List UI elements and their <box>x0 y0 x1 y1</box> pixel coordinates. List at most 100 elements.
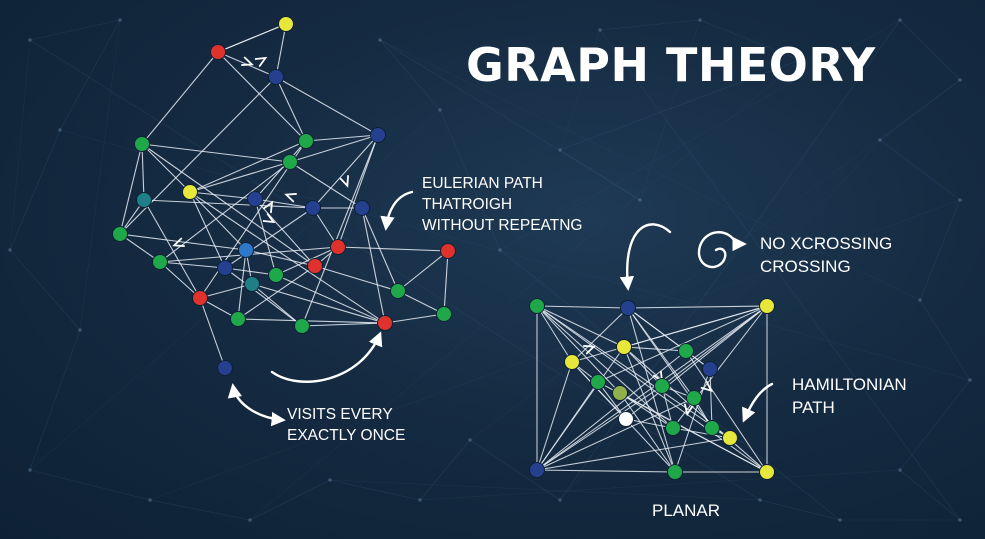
background-dot <box>758 498 762 502</box>
edge <box>443 250 449 315</box>
edge <box>275 76 307 142</box>
background-edge <box>149 499 251 521</box>
edge <box>536 305 674 429</box>
curved-arrow-icon <box>380 190 414 231</box>
background-dot <box>378 38 382 42</box>
graph-node <box>436 306 452 322</box>
graph-node <box>678 343 694 359</box>
edge <box>217 51 307 142</box>
edge <box>672 427 731 439</box>
background-dot <box>638 198 642 202</box>
edge <box>536 305 621 394</box>
no-crossing-line-1: NO XCROSSING <box>760 234 893 253</box>
edge <box>289 161 363 209</box>
graph-node <box>238 242 254 258</box>
background-edge <box>249 479 331 521</box>
background-dot <box>698 18 702 22</box>
graph-node <box>370 127 386 143</box>
background-edge <box>29 469 151 501</box>
planar-label: PLANAR <box>652 501 721 520</box>
graph-node <box>298 133 314 149</box>
graph-node <box>759 464 775 480</box>
edge <box>301 134 379 327</box>
edge <box>305 134 379 142</box>
direction-arrow-icon <box>700 380 713 392</box>
background-dot <box>438 108 442 112</box>
edge <box>119 233 247 251</box>
direction-arrow-icon <box>262 213 276 224</box>
edge <box>189 191 226 269</box>
background-dot <box>28 38 32 42</box>
edge <box>536 350 687 471</box>
background-dot <box>798 58 802 62</box>
graph-node <box>305 200 321 216</box>
background-dot <box>898 18 902 22</box>
edge <box>159 261 226 269</box>
edge <box>619 392 768 473</box>
edge <box>275 76 379 136</box>
curved-arrow-icon <box>742 382 774 423</box>
edge <box>384 313 445 324</box>
background-edge <box>79 19 121 331</box>
edge <box>141 143 316 267</box>
edge <box>199 283 253 299</box>
background-dot <box>8 248 12 252</box>
graph-node <box>152 254 168 270</box>
background-edge <box>899 19 961 81</box>
curved-arrow-icon <box>227 383 286 427</box>
background-dot <box>958 78 962 82</box>
edge <box>627 305 768 309</box>
background-dot <box>468 438 472 442</box>
direction-arrow-icon <box>684 403 694 417</box>
direction-arrow-icon <box>263 200 274 214</box>
edge <box>661 305 768 387</box>
edge <box>143 199 201 299</box>
edge <box>237 265 316 320</box>
edge <box>397 290 445 315</box>
edge <box>224 207 314 269</box>
background-edge <box>29 19 121 41</box>
background-edge <box>919 199 961 301</box>
edge <box>189 161 291 193</box>
graph-node <box>268 69 284 85</box>
hamiltonian-path-label: HAMILTONIAN PATH <box>792 373 907 419</box>
eulerian-line-2: THATROIGH <box>422 196 513 213</box>
background-dot <box>498 248 502 252</box>
no-crossing-label: NO XCROSSING CROSSING <box>760 232 892 278</box>
edge <box>623 346 663 387</box>
background-edge <box>559 59 801 151</box>
graph-node <box>192 290 208 306</box>
background-edge <box>149 199 961 501</box>
edge <box>623 346 687 352</box>
background-edge <box>919 299 971 381</box>
direction-arrow-icon <box>254 56 268 67</box>
edge <box>623 346 768 473</box>
graph-node <box>282 154 298 170</box>
edge <box>571 305 768 363</box>
background-edge <box>899 469 961 521</box>
background-edge <box>879 79 961 141</box>
graph-node <box>217 360 233 376</box>
background-edge <box>419 469 901 501</box>
graph-node <box>210 44 226 60</box>
graph-node <box>759 298 775 314</box>
hamiltonian-line-1: HAMILTONIAN <box>792 375 907 394</box>
graph-node <box>354 200 370 216</box>
graph-node <box>244 276 260 292</box>
background-dot <box>248 518 252 522</box>
right-graph-edges <box>536 305 768 473</box>
background-edge <box>879 139 961 201</box>
graph-node <box>667 464 683 480</box>
graph-node <box>136 192 152 208</box>
graph-node <box>620 300 636 316</box>
edge <box>536 305 731 439</box>
edge <box>314 265 399 292</box>
graph-node <box>440 243 456 259</box>
edge <box>275 274 386 324</box>
edge <box>627 307 713 429</box>
background-edge <box>379 39 641 201</box>
background-dot <box>118 18 122 22</box>
graph-node <box>618 411 634 427</box>
graph-node <box>390 283 406 299</box>
left-graph-edges <box>119 23 449 369</box>
